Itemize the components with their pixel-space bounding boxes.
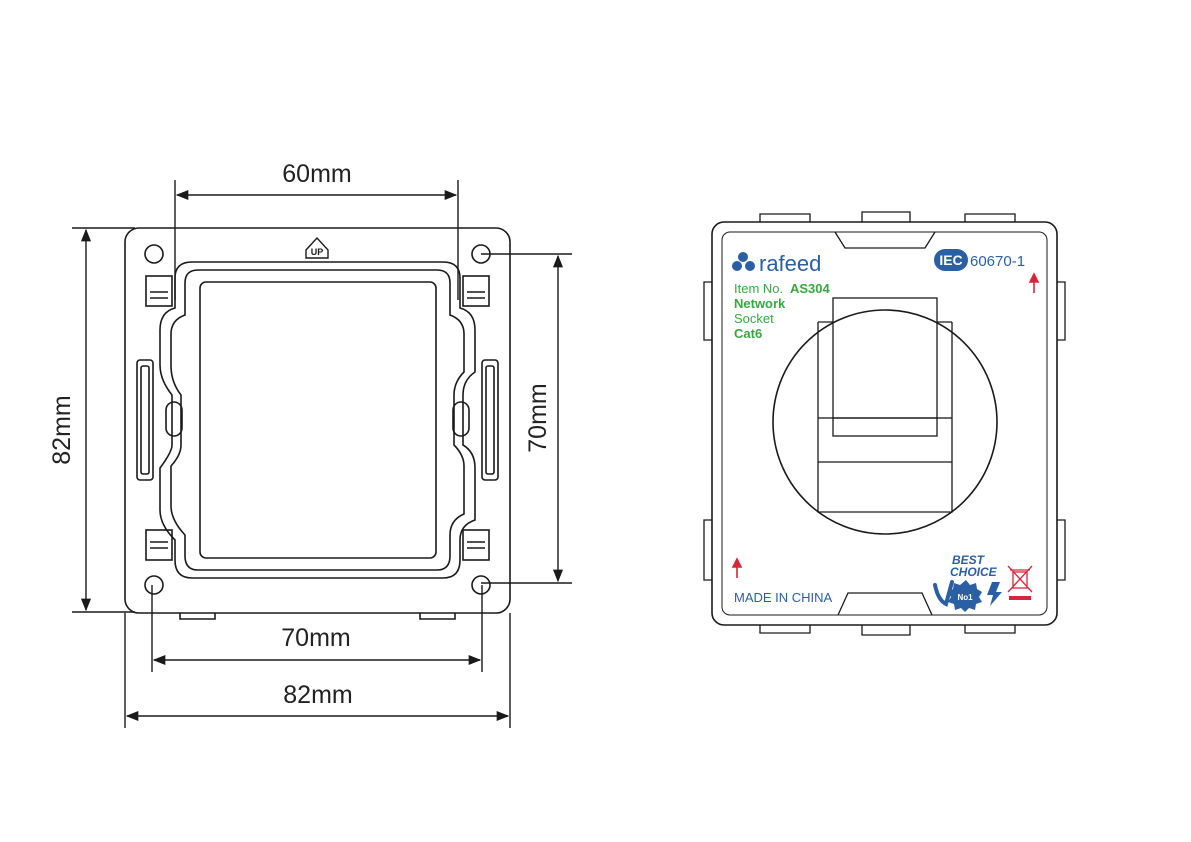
rail-right-inner [485,365,495,475]
bottom-tab-right [964,625,1016,634]
rail-left-inner [140,365,150,475]
bolt-icon [987,582,1002,606]
product-line2: Socket [734,311,774,326]
frame-outer [159,261,476,579]
mounting-plate [124,227,511,620]
screw-hole-tl [144,244,164,264]
iec-label: IEC [939,252,962,268]
clip-br [462,529,490,561]
up-label: UP [311,247,324,257]
bottom-tab-left [179,613,216,620]
item-prefix: Item No. [734,281,783,296]
no1-label: No1 [957,593,973,602]
bottom-tab-center [861,625,911,636]
label-top-60: 60mm [282,160,351,188]
brand-name: rafeed [759,251,821,276]
socket-module [703,211,1066,636]
rail-left-outer [136,359,154,481]
iec-badge: IEC [934,249,968,271]
check-mark-icon [933,580,954,607]
bottom-latch [837,592,933,616]
side-tab-right-bottom [1057,519,1066,581]
rj45-jack [817,297,953,513]
top-tab-right [964,213,1016,222]
top-tab-left [759,213,811,222]
up-arrow-right-icon [1028,272,1040,293]
brand-logo-icon [732,252,755,271]
up-arrow-left-icon [731,557,743,578]
side-tab-right-top [1057,281,1066,341]
item-number: AS304 [790,281,831,296]
top-tab-center [861,211,911,222]
bottom-tab-left [759,625,811,634]
side-tab-left-bottom [703,519,712,581]
plate-opening [199,281,437,559]
clip-bl [145,529,173,561]
clip-tl [145,275,173,307]
product-line3: Cat6 [734,326,762,341]
screw-hole-br [471,575,491,595]
slot-left [165,401,183,437]
no1-badge-icon: No1 [948,580,982,612]
frame-inner [170,269,465,571]
label-right-70: 70mm [524,383,552,452]
screw-hole-bl [144,575,164,595]
bottom-tab-right [419,613,456,620]
made-in-label: MADE IN CHINA [734,590,833,605]
socket-round-face [772,309,998,535]
top-latch [834,231,936,249]
best-label: BEST [952,553,986,567]
label-bottom-82: 82mm [283,681,352,709]
standard-number: 60670-1 [970,253,1025,270]
product-line1: Network [734,296,786,311]
module-face [721,231,1048,616]
crossed-bin-icon [1007,565,1033,600]
label-left-82: 82mm [48,395,76,464]
label-bottom-70: 70mm [281,624,350,652]
up-arrow-icon: UP [305,236,329,259]
slot-right [452,401,470,437]
choice-label: CHOICE [950,565,998,579]
dimension-lines [72,180,572,728]
rail-right-outer [481,359,499,481]
clip-tr [462,275,490,307]
plate-outline [124,227,511,614]
side-tab-left-top [703,281,712,341]
module-body [711,221,1058,626]
